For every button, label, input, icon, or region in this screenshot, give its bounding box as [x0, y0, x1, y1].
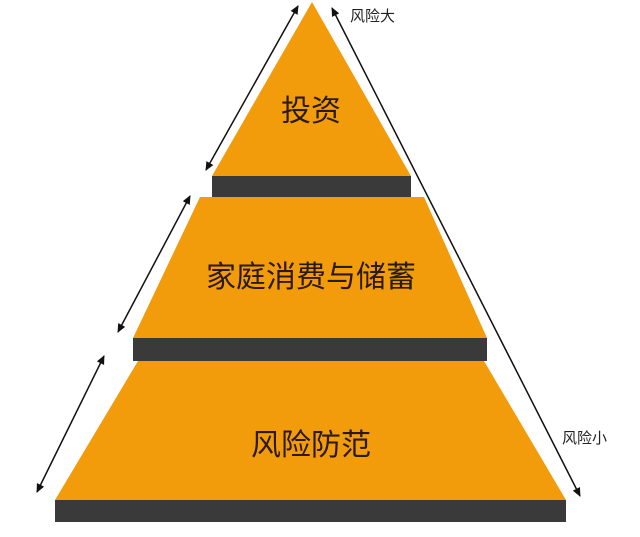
tier-bottom-base	[55, 500, 566, 522]
arrow-top-left	[205, 5, 299, 171]
tier-top-label: 投资	[281, 94, 341, 129]
tier-bottom-label: 风险防范	[251, 428, 371, 463]
risk-axis-arrow	[331, 7, 581, 497]
tier-middle-label: 家庭消费与储蓄	[206, 260, 416, 295]
tier-middle-base	[133, 338, 487, 361]
risk-high-label: 风险大	[350, 7, 396, 25]
arrow-middle-left	[117, 195, 191, 333]
tier-top-base	[212, 176, 411, 197]
arrow-bottom-left	[36, 355, 105, 493]
risk-low-label: 风险小	[562, 429, 608, 447]
